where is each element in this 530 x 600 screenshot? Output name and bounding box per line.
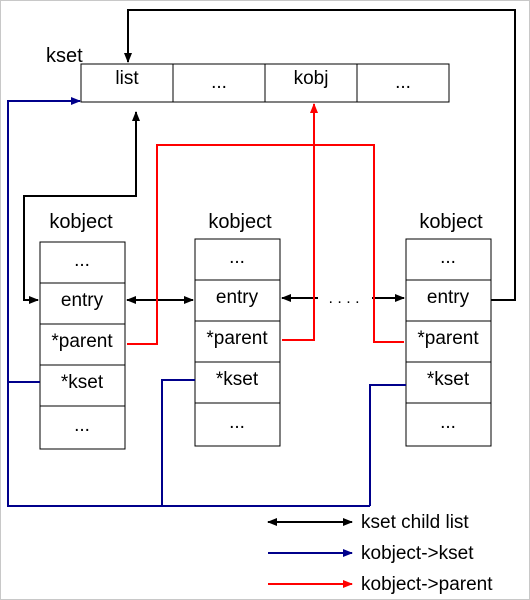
kobject-3-field-parent [405,320,492,363]
kobject-2-field-parent [194,320,281,363]
kobject-3-kset-link [369,384,406,506]
kobject-kset-bottom-bus [7,382,370,507]
kset-cell-ellipsis-2 [356,63,450,103]
child-list-ellipsis: . . . . [328,290,359,307]
kset-cell-list [80,63,174,103]
kobject-2-parent-label: *parent [206,328,268,349]
legend: kset child list kobject->kset kobject->p… [267,512,493,595]
kobject-3: kobject ... entry *parent *kset ... [405,211,492,447]
kobject-1-ellipsis-bottom-label: ... [74,415,90,436]
kobject-2-title: kobject [208,211,272,233]
kobject-2: kobject ... entry *parent *kset ... [194,211,281,447]
kobject-3-ellipsis-top-label: ... [440,247,456,268]
kobject-1-title: kobject [49,211,113,233]
kset-struct: list ... kobj ... [80,63,450,103]
kobject-3-field-kset [405,361,492,404]
kobject-2-field-ellipsis-top [194,238,281,281]
kobject-1-parent-label: *parent [51,331,113,352]
legend-child-list-label: kset child list [361,512,469,533]
kobject-2-kset-label: *kset [216,369,259,390]
kobject-parent-links [127,103,404,345]
child-list-wrap-arrow [124,9,516,301]
kobject-3-field-ellipsis-bottom [405,402,492,447]
kobject-3-title: kobject [419,211,483,233]
kobject-2-ellipsis-top-label: ... [229,247,245,268]
kobject-parent-to-kobj [282,103,318,341]
kobject-3-field-ellipsis-top [405,238,492,281]
kobject-1-ellipsis-top-label: ... [74,250,90,271]
kset-cell-ellipsis-1-label: ... [211,72,227,93]
kobject-1-kset-label: *kset [61,372,104,393]
kobject-kset-links [7,97,406,507]
kset-title: kset [46,45,83,67]
kobject-3-kset-label: *kset [427,369,470,390]
kset-cell-list-label: list [115,68,139,89]
child-list-links [23,9,516,304]
kobject-1-field-parent [39,323,126,366]
kobject-3-field-entry [405,279,492,322]
legend-kobject-kset-label: kobject->kset [361,543,474,564]
kobject-2-entry-label: entry [216,287,259,308]
legend-kobject-parent-label: kobject->parent [361,574,493,595]
kobject-1: kobject ... entry *parent *kset ... [39,211,126,450]
kset-cell-ellipsis-1 [172,63,266,103]
kobject-3-ellipsis-bottom-label: ... [440,412,456,433]
kobject-3-parent-label: *parent [417,328,479,349]
kobject-3-entry-label: entry [427,287,470,308]
kobject-parent-loop [127,144,404,345]
kobject-1-field-kset [39,364,126,407]
kset-cell-ellipsis-2-label: ... [395,72,411,93]
kobject-2-ellipsis-bottom-label: ... [229,412,245,433]
child-list-head-arrow [23,111,140,304]
kobject-kset-bus [7,97,81,383]
kset-cell-kobj-label: kobj [294,68,329,89]
kobject-2-kset-link [161,379,195,506]
kobject-1-entry-label: entry [61,290,104,311]
kobject-2-field-entry [194,279,281,322]
kobject-2-field-ellipsis-bottom [194,402,281,447]
kobject-1-field-ellipsis-bottom [39,405,126,450]
